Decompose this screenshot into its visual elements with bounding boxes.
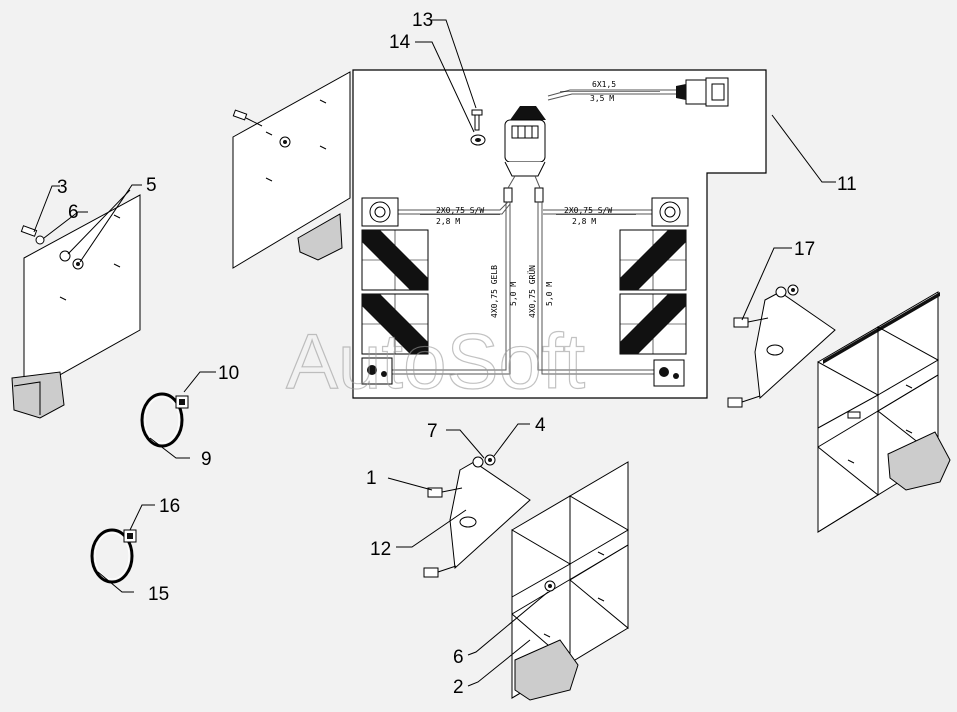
upper-left-warning-panel — [232, 71, 351, 269]
yellow-cable-length: 5,0 M — [509, 282, 518, 306]
left-cable-spec: 2X0,75 S/W — [436, 206, 484, 215]
left-warning-panel — [11, 194, 141, 419]
callout-10: 10 — [218, 363, 239, 384]
main-cable-spec: 6X1,5 — [592, 80, 616, 89]
right-bracket-assembly — [727, 284, 836, 408]
bottom-bracket-assembly — [423, 454, 531, 578]
callout-13: 13 — [412, 10, 433, 31]
left-top-lamp — [361, 197, 399, 227]
green-cable-length: 5,0 M — [545, 282, 554, 306]
callout-7: 7 — [427, 421, 438, 442]
callout-6-bottom: 6 — [453, 647, 464, 668]
callout-15: 15 — [148, 584, 169, 605]
callout-11: 11 — [837, 174, 857, 195]
watermark: AutoSoft — [286, 317, 586, 405]
screw-13 — [471, 109, 483, 131]
callout-2: 2 — [453, 677, 464, 698]
cable-loop-15 — [90, 528, 137, 584]
main-plug-connector — [676, 77, 729, 107]
leader-lines — [33, 19, 836, 687]
left-cable-length: 2,8 M — [436, 217, 460, 226]
callout-numbers: 13 14 3 6 5 10 9 11 17 16 15 1 7 4 12 6 … — [57, 10, 857, 698]
yellow-cable-spec: 4X0,75 GELB — [490, 265, 499, 318]
callout-1: 1 — [366, 468, 377, 489]
bottom-warning-panel — [511, 461, 629, 701]
callout-9: 9 — [201, 449, 212, 470]
right-cable-spec: 2X0,75 S/W — [564, 206, 612, 215]
right-top-lamp — [651, 197, 689, 227]
right-warning-boards — [619, 229, 687, 387]
junction-box — [503, 106, 546, 203]
cable-loop-9 — [140, 392, 189, 448]
left-warning-boards — [361, 229, 429, 385]
right-warning-panel — [817, 291, 951, 533]
wiring-kit-panel: 6X1,5 3,5 M 2X0,75 S/W 2,8 M 2X0,75 S/W … — [352, 69, 767, 399]
callout-16: 16 — [159, 496, 180, 517]
callout-4: 4 — [535, 415, 546, 436]
callout-14: 14 — [389, 32, 411, 53]
callout-3: 3 — [57, 177, 68, 198]
callout-6-left: 6 — [68, 202, 79, 223]
callout-17: 17 — [794, 239, 815, 260]
callout-12: 12 — [370, 539, 391, 560]
green-cable-spec: 4X0,75 GRÜN — [527, 265, 537, 318]
washer-14 — [470, 134, 486, 146]
callout-5: 5 — [146, 175, 157, 196]
right-cable-length: 2,8 M — [572, 217, 596, 226]
main-cable-length: 3,5 M — [590, 94, 614, 103]
